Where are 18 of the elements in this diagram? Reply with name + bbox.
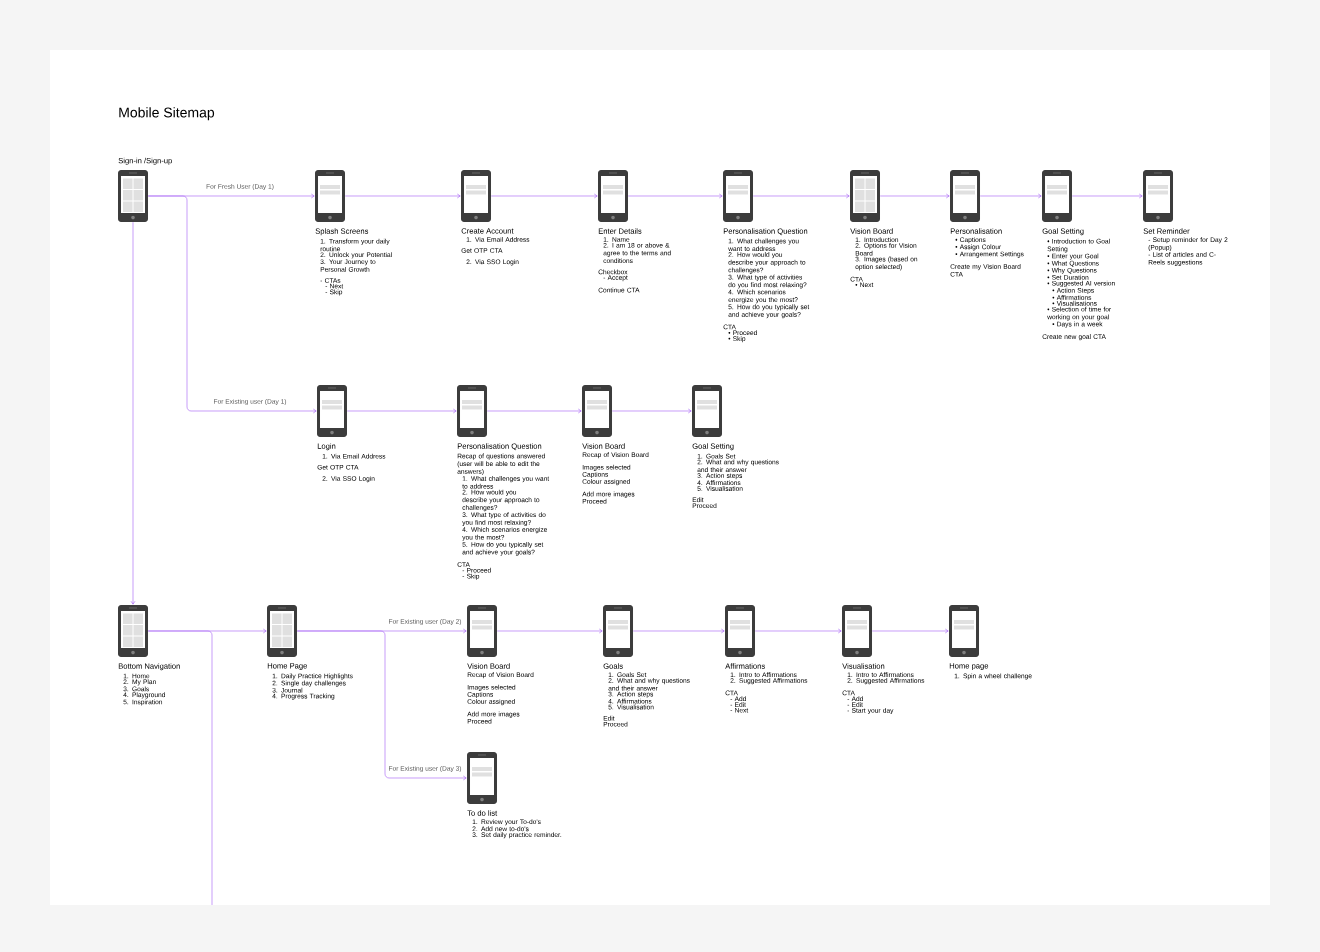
arrow [611,408,692,414]
arrow [627,193,723,199]
arrow [490,193,598,199]
arrow [752,193,850,199]
arrow [979,193,1042,199]
arrow [871,628,949,634]
arrow [296,630,467,781]
arrow [346,408,457,414]
arrow [496,628,603,634]
arrow [130,221,136,605]
arrow [754,628,842,634]
arrow [1071,193,1143,199]
diagram-title: Mobile Sitemap [119,107,215,121]
arrow [344,193,461,199]
arrow [486,408,582,414]
arrow [147,195,317,414]
arrow [879,193,950,199]
arrow [632,628,725,634]
